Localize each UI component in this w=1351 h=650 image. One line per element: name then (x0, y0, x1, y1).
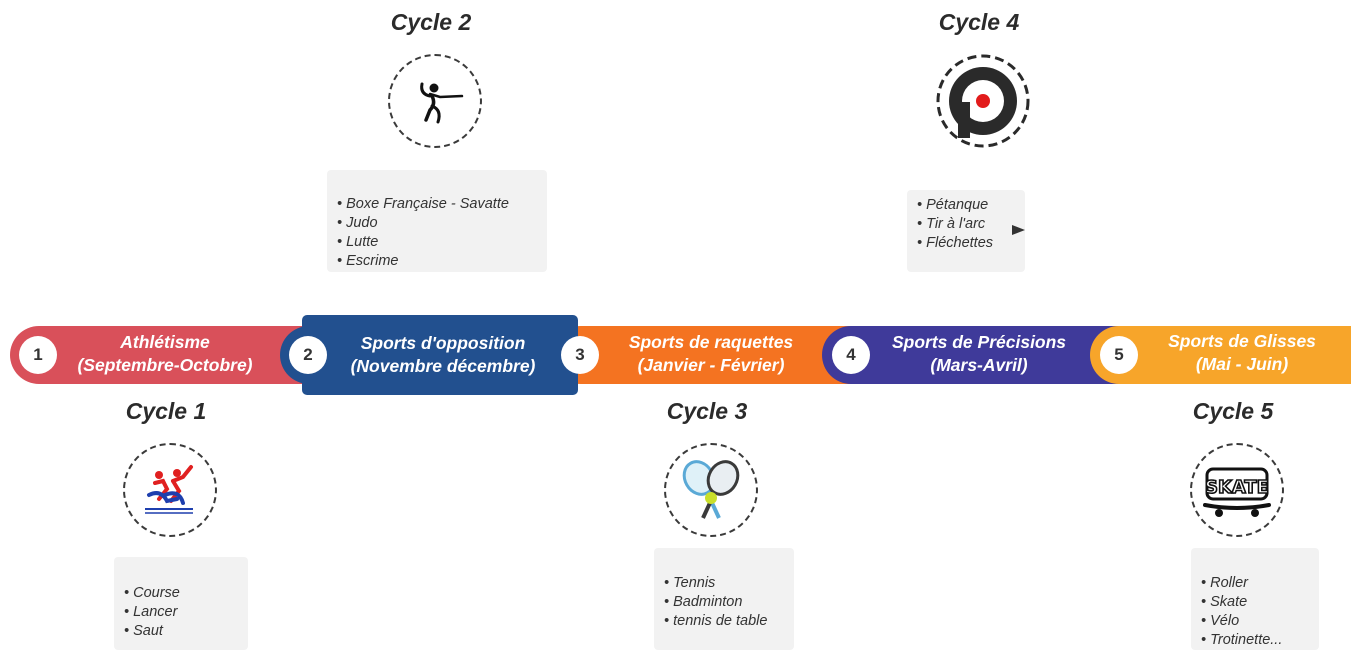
band-cycle-1 (10, 326, 330, 384)
list-item: Boxe Française - Savatte (337, 195, 537, 214)
cycle-5-list: Roller Skate Vélo Trotinette... (1191, 548, 1319, 650)
cycle-2-sport: Sports d'opposition (360, 333, 526, 353)
cycle-4-number-badge: 4 (832, 336, 870, 374)
cycle-3-band-label: Sports de raquettes (Janvier - Février) (604, 331, 818, 377)
list-item: Tennis (664, 574, 784, 593)
list-item: Judo (337, 214, 537, 233)
cycle-1-band-label: Athlétisme (Septembre-Octobre) (60, 331, 270, 377)
cycle-2-list: Boxe Française - Savatte Judo Lutte Escr… (327, 170, 547, 272)
cycle-5-period: (Mai - Juin) (1195, 354, 1289, 374)
list-item: Escrime (337, 252, 537, 271)
cycle-4-title: Cycle 4 (938, 9, 1020, 35)
list-item: tennis de table (664, 612, 784, 631)
cycle-3-number-badge: 3 (561, 336, 599, 374)
arrow-icon (1012, 225, 1025, 235)
cycle-4-period: (Mars-Avril) (930, 355, 1028, 375)
cycle-1-period: (Septembre-Octobre) (77, 355, 253, 375)
list-item: Skate (1201, 593, 1309, 612)
cycle-5-icon-circle: SKATE (1190, 443, 1284, 537)
cycle-5-sport: Sports de Glisses (1168, 331, 1316, 351)
cycle-1-list: Course Lancer Saut (114, 557, 248, 650)
cycle-3-title: Cycle 3 (666, 398, 748, 424)
skate-icon: SKATE (1203, 467, 1271, 517)
list-item: Trotinette... (1201, 631, 1309, 650)
list-item: Lancer (124, 603, 238, 622)
cycle-1-title: Cycle 1 (125, 398, 207, 424)
tennis-rackets-icon (682, 460, 740, 519)
cycle-4-sport: Sports de Précisions (891, 332, 1067, 352)
target-icon (936, 54, 1030, 148)
band-cycle-4 (822, 326, 1142, 384)
cycle-5-band-label: Sports de Glisses (Mai - Juin) (1142, 330, 1342, 376)
svg-text:SKATE: SKATE (1205, 477, 1269, 498)
list-item: Lutte (337, 233, 537, 252)
fencing-icon (420, 82, 464, 124)
cycle-2-band-label: Sports d'opposition (Novembre décembre) (330, 332, 556, 378)
band-cycle-2 (302, 315, 578, 395)
list-item: Saut (124, 622, 238, 641)
list-item: Pétanque (917, 196, 1015, 215)
list-item: Badminton (664, 593, 784, 612)
cycle-1-sport: Athlétisme (120, 332, 210, 352)
list-item: Course (124, 584, 238, 603)
cycle-3-list: Tennis Badminton tennis de table (654, 548, 794, 650)
list-item: Tir à l'arc (917, 215, 1015, 234)
band-cycle-3 (552, 326, 872, 384)
cycle-2-title: Cycle 2 (390, 9, 472, 35)
list-item: Roller (1201, 574, 1309, 593)
list-item: Fléchettes (917, 234, 1015, 253)
cycle-3-icon-circle (664, 443, 758, 537)
cycle-5-title: Cycle 5 (1192, 398, 1274, 424)
cycle-4-icon-circle (936, 54, 1030, 148)
cycle-1-icon-circle (123, 443, 217, 537)
cycle-5-number-badge: 5 (1100, 336, 1138, 374)
cycle-4-band-label: Sports de Précisions (Mars-Avril) (874, 331, 1084, 377)
cycle-2-icon-circle (388, 54, 482, 148)
cycle-4-list: Pétanque Tir à l'arc Fléchettes (907, 190, 1025, 272)
cycle-2-period: (Novembre décembre) (350, 356, 536, 376)
cycle-2-number-badge: 2 (289, 336, 327, 374)
list-item: Vélo (1201, 612, 1309, 631)
cycle-1-number-badge: 1 (19, 336, 57, 374)
athletics-icon (145, 465, 193, 514)
cycle-3-sport: Sports de raquettes (628, 332, 794, 352)
cycle-3-period: (Janvier - Février) (637, 355, 785, 375)
